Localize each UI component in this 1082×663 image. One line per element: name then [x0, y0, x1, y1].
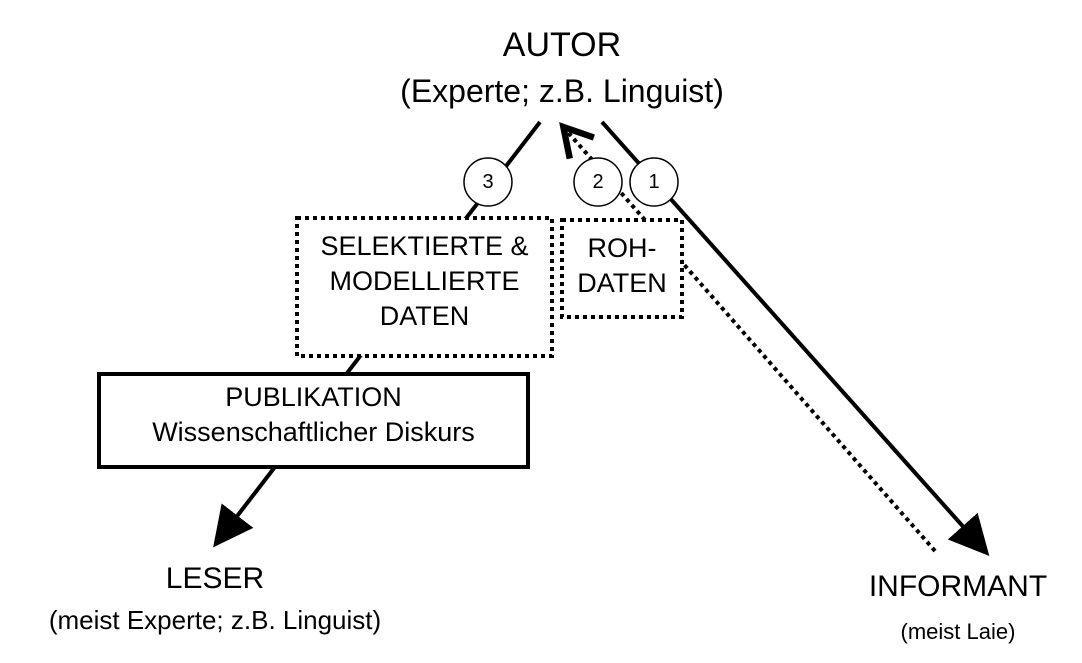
informant-subtitle: (meist Laie): [900, 619, 1016, 644]
publication-text: PUBLIKATION Wissenschaftlicher Diskurs: [99, 380, 528, 450]
selected-data-box: [295, 216, 554, 358]
step-3-circle: [463, 157, 513, 207]
step-1-number: 1: [648, 171, 660, 193]
selected-data-line-1: SELEKTIERTE &: [320, 231, 529, 261]
selected-data-text: SELEKTIERTE & MODELLIERTE DATEN: [297, 229, 552, 334]
step-1-circle: [629, 157, 679, 207]
raw-data-text: ROH- DATEN: [562, 231, 682, 301]
author-title: AUTOR: [502, 26, 622, 64]
arrow-informant-to-author: [559, 122, 937, 553]
step-2-circle: [573, 157, 623, 207]
informant-title: INFORMANT: [868, 570, 1048, 603]
raw-data-box: [560, 218, 684, 319]
step-2-number: 2: [592, 171, 604, 193]
publication-box: [97, 372, 530, 469]
author-subtitle: (Experte; z.B. Linguist): [400, 73, 724, 109]
selected-data-line-2: MODELLIERTE: [329, 266, 520, 297]
publication-line-2: Wissenschaftlicher Diskurs: [152, 417, 475, 448]
publication-line-1: PUBLIKATION: [225, 382, 402, 412]
raw-data-line-2: DATEN: [577, 268, 667, 299]
selected-data-line-3: DATEN: [379, 301, 470, 332]
reader-subtitle: (meist Experte; z.B. Linguist): [48, 605, 382, 635]
raw-data-line-1: ROH-: [587, 233, 657, 263]
reader-title: LESER: [165, 562, 265, 595]
step-3-number: 3: [482, 171, 494, 193]
